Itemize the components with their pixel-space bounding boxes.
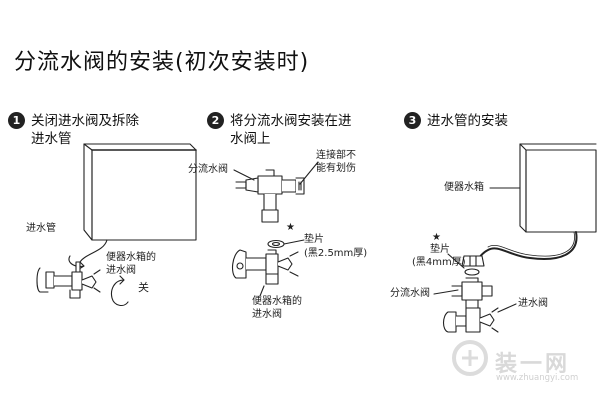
step-2-diverter-valve bbox=[235, 169, 305, 223]
step-1-tank bbox=[83, 143, 197, 241]
step-1-inlet-pipe-label: 进水管 bbox=[26, 223, 56, 234]
step-2-number: 2 bbox=[207, 112, 224, 129]
step-3-gasket-spec: (黑4mm厚) bbox=[412, 257, 466, 268]
step-2-toilet-valve-label: 便器水箱的 进水阀 bbox=[252, 296, 302, 321]
step-3-star: ★ bbox=[432, 232, 441, 243]
step-2-line2: 水阀上 bbox=[230, 131, 271, 147]
step-3-heading: 3 进水管的安装 bbox=[404, 112, 508, 130]
page-title: 分流水阀的安装(初次安装时) bbox=[14, 50, 310, 75]
step-1-number: 1 bbox=[8, 112, 25, 129]
step-1-valve bbox=[36, 261, 101, 299]
step-2-toilet-valve-line1: 便器水箱的 bbox=[252, 296, 302, 307]
step-1-toilet-valve-line1: 便器水箱的 bbox=[106, 252, 156, 263]
step-3-number: 3 bbox=[404, 112, 421, 129]
step-1-toilet-valve-line2: 进水阀 bbox=[106, 264, 136, 276]
watermark-logo-icon bbox=[452, 340, 488, 376]
step-2-connection-line2: 能有划伤 bbox=[316, 162, 356, 174]
watermark-url: www.zhuangyi.com bbox=[496, 373, 579, 383]
step-3-inlet-leader bbox=[497, 303, 517, 313]
step-1-inlet-pipe bbox=[76, 239, 108, 277]
step-2-toilet-valve-line2: 进水阀 bbox=[252, 308, 282, 320]
step-3-inlet-hose bbox=[475, 231, 578, 263]
step-1-toilet-valve-label: 便器水箱的 进水阀 bbox=[106, 252, 156, 277]
step-1-close-arrow bbox=[110, 279, 129, 307]
step-3-gasket bbox=[464, 268, 480, 276]
step-2-connection-label: 连接部不 能有划伤 bbox=[316, 150, 356, 175]
step-1-line2: 进水管 bbox=[31, 131, 72, 147]
step-3-diverter-label: 分流水阀 bbox=[390, 288, 430, 299]
step-2-gasket-spec: (黑2.5mm厚) bbox=[304, 248, 368, 259]
step-2-lower-valve bbox=[231, 249, 299, 285]
step-2-gasket-label: 垫片 bbox=[304, 234, 324, 245]
step-3-line1: 进水管的安装 bbox=[427, 113, 508, 129]
step-3-inlet-valve bbox=[442, 307, 499, 333]
step-3-diverter-valve bbox=[451, 277, 493, 309]
step-2-line1: 将分流水阀安装在进 bbox=[230, 113, 352, 129]
step-1-close-label: 关 bbox=[138, 281, 149, 294]
step-3-tank bbox=[519, 143, 597, 233]
watermark-text: 装一网 bbox=[495, 352, 571, 377]
step-2-gasket bbox=[267, 239, 285, 249]
step-2-connection-leader bbox=[299, 161, 319, 185]
step-2-star: ★ bbox=[286, 222, 295, 233]
step-3-inlet-valve-label: 进水阀 bbox=[518, 298, 548, 309]
step-1-line1: 关闭进水阀及拆除 bbox=[31, 113, 139, 129]
step-3-diverter-leader bbox=[433, 289, 459, 295]
step-1-twist-arrow bbox=[68, 255, 85, 267]
step-2-connection-line1: 连接部不 bbox=[316, 150, 356, 161]
step-3-gasket-label: 垫片 bbox=[430, 244, 450, 255]
step-2-diverter-label: 分流水阀 bbox=[188, 164, 228, 175]
step-2-valve-leader bbox=[259, 285, 265, 297]
step-2-heading: 2 将分流水阀安装在进 水阀上 bbox=[207, 112, 352, 148]
step-2-diverter-leader bbox=[233, 169, 255, 181]
step-3-tank-label: 便器水箱 bbox=[444, 182, 484, 193]
step-1-heading: 1 关闭进水阀及拆除 进水管 bbox=[8, 112, 139, 148]
